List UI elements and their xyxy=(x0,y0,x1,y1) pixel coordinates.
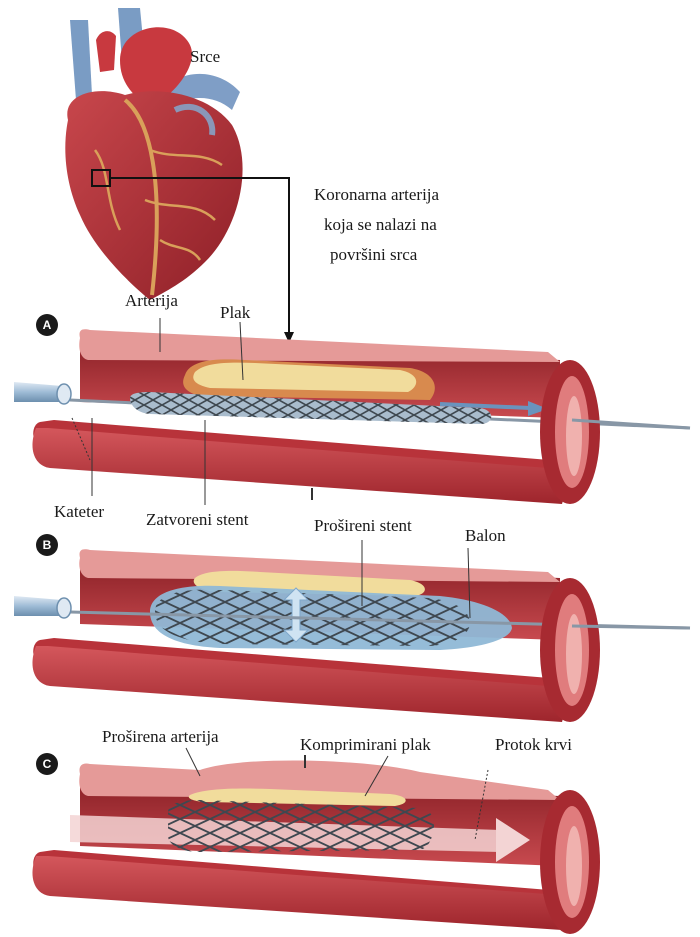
label-coronary-1: Koronarna arterija xyxy=(314,185,440,204)
aortic-branch xyxy=(96,31,116,72)
label-balloon: Balon xyxy=(465,526,506,545)
badge-b-text: B xyxy=(43,538,52,552)
label-compressed-plaque: Komprimirani plak xyxy=(300,735,431,754)
guidewire-b-exit xyxy=(572,626,690,628)
label-plaque: Plak xyxy=(220,303,251,322)
label-widened-artery: Proširena arterija xyxy=(102,727,219,746)
label-coronary-3: površini srca xyxy=(330,245,418,264)
catheter-b-tip xyxy=(57,598,71,618)
artery-a-opening-core xyxy=(566,396,582,476)
catheter-a-tip xyxy=(57,384,71,404)
artery-a-bottom-wall xyxy=(32,428,572,504)
artery-c-bottom-wall xyxy=(32,856,572,930)
label-closed-stent: Zatvoreni stent xyxy=(146,510,249,529)
label-heart: Srce xyxy=(190,47,220,66)
label-coronary-2: koja se nalazi na xyxy=(324,215,437,234)
catheter-b xyxy=(14,596,62,616)
vena-cava xyxy=(70,20,92,100)
label-blood-flow: Protok krvi xyxy=(495,735,572,754)
artery-a-top-wall xyxy=(79,329,560,362)
catheter-a xyxy=(14,382,62,402)
artery-b-bottom-wall xyxy=(32,646,572,722)
artery-c-opening-core xyxy=(566,826,582,906)
stent-c-mesh xyxy=(168,800,434,852)
label-artery: Arterija xyxy=(125,291,178,310)
badge-a-text: A xyxy=(43,318,52,332)
label-expanded-stent: Prošireni stent xyxy=(314,516,412,535)
panel-c: C xyxy=(32,748,600,934)
panel-b: B xyxy=(14,534,690,722)
label-catheter: Kateter xyxy=(54,502,104,521)
panel-a: A xyxy=(14,314,690,505)
badge-c-text: C xyxy=(43,757,52,771)
heart-illustration xyxy=(65,8,294,343)
